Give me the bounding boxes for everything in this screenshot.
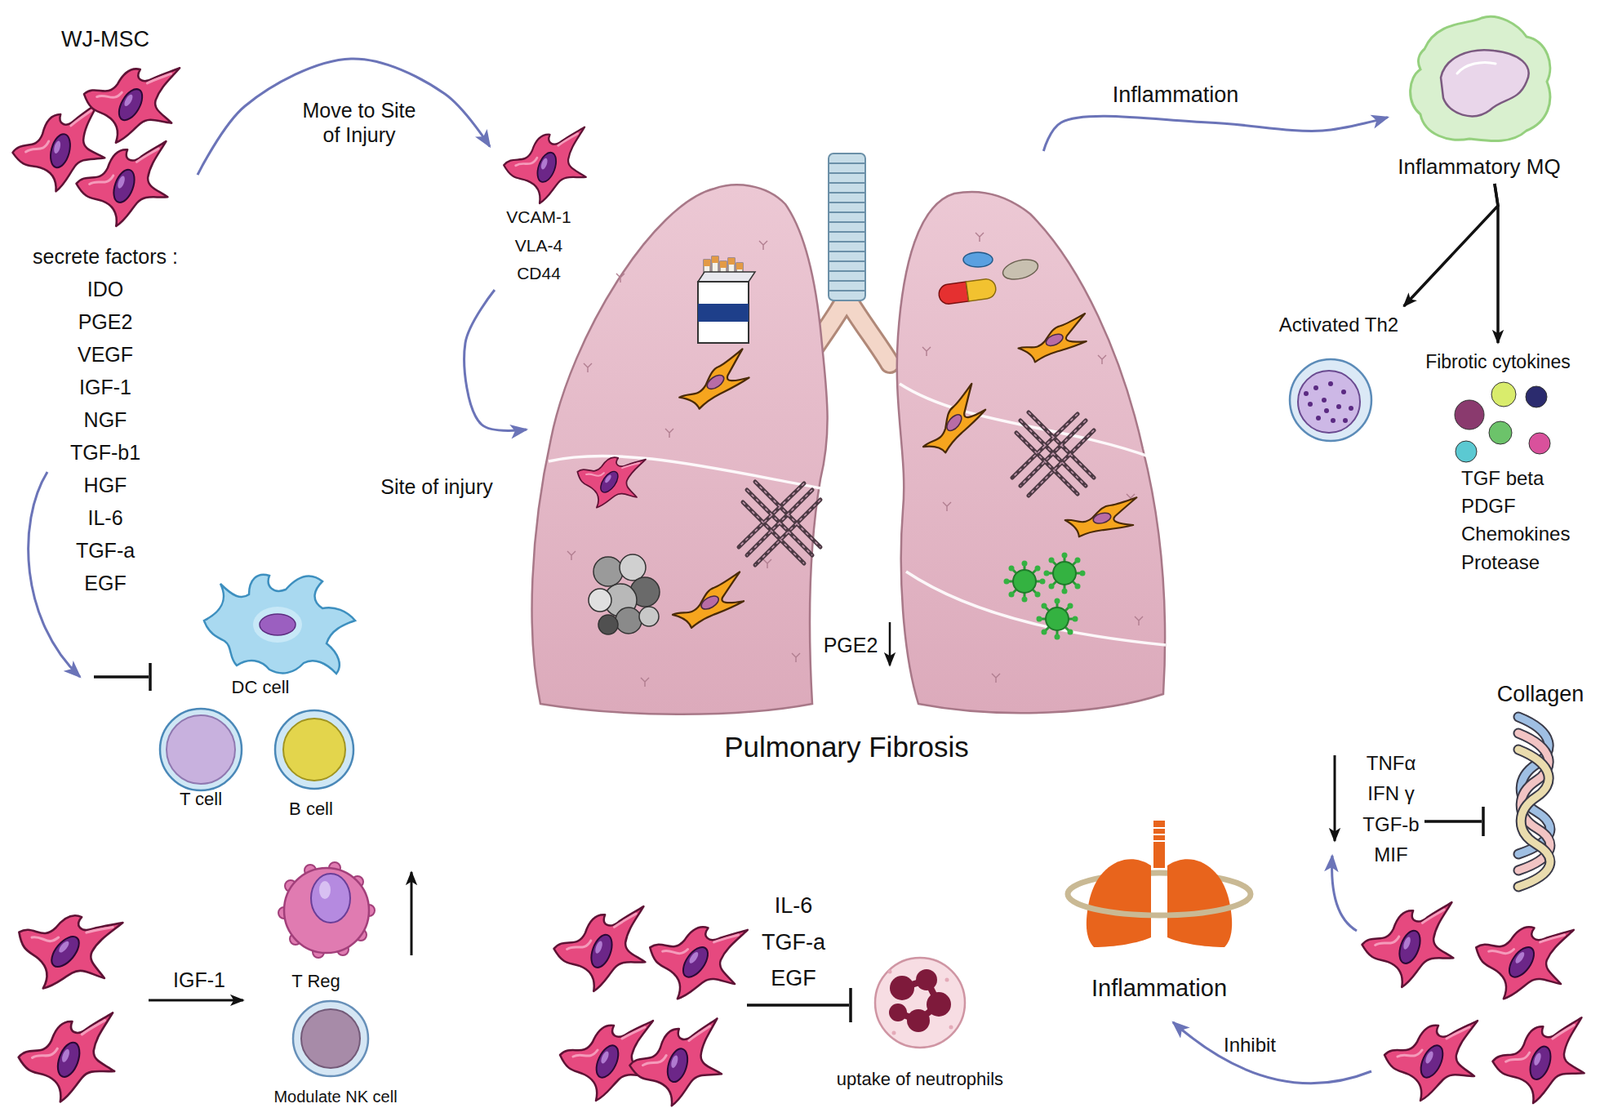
annotation-text: IGF-1	[173, 967, 226, 992]
stimulate-arrow	[148, 999, 244, 1002]
dendritic-cell-picture	[204, 574, 356, 674]
node-text: Inflammation	[1091, 973, 1227, 1003]
connector-arrow	[1494, 183, 1498, 343]
node-text: NGF	[84, 407, 128, 432]
lung-illustration: PGE2Pulmonary Fibrosis	[526, 151, 1172, 780]
dendritic-cell: DC cell	[186, 567, 366, 702]
t-cell: T cell	[146, 706, 258, 814]
blue-arrows	[1173, 855, 1372, 1084]
node-text: uptake of neutrophils	[836, 1068, 1004, 1090]
nk-cell-picture	[293, 1000, 369, 1076]
cytokine-group: Fibrotic cytokinesTGF betaPDGF Chemokines…	[1404, 342, 1592, 578]
node-text: VCAM-1	[506, 206, 571, 227]
annotation-text: Inhibit	[1223, 1033, 1276, 1058]
inflamed-lung-picture	[1067, 820, 1251, 947]
node-text: DC cell	[231, 676, 290, 698]
node-text: T Reg	[291, 970, 341, 992]
node-text: Activated Th2	[1279, 313, 1399, 338]
annotation-text: TGF-a	[761, 928, 826, 956]
node-text: IGF-1	[79, 374, 132, 400]
annotation-text: TNFα	[1366, 751, 1417, 776]
inhibit-arrow	[28, 471, 151, 691]
node-text: CD44	[516, 262, 561, 284]
annotation-text: IFN γ	[1367, 782, 1414, 806]
node-text: Inflammatory MQ	[1397, 154, 1560, 180]
neutrophil-picture	[875, 957, 965, 1048]
treg-picture	[278, 862, 412, 958]
neutrophil-cell: uptake of neutrophils	[831, 955, 1011, 1111]
edge-label: Inflammation	[1110, 81, 1242, 108]
t-cell-picture	[160, 708, 242, 791]
edge-label: Move to Site of Injury	[295, 97, 423, 147]
node-text: Collagen	[1497, 680, 1585, 707]
node-text: VLA-4	[515, 235, 563, 256]
collagen-mesh	[738, 412, 1094, 565]
pills	[937, 252, 1040, 306]
migrating-cell	[501, 127, 592, 207]
cytokine-balls	[1454, 382, 1551, 463]
node-text: TGF beta	[1461, 466, 1544, 491]
annotation-text: IL-6	[774, 892, 814, 919]
node-text: Modulate NK cell	[273, 1086, 397, 1107]
particles	[588, 554, 660, 635]
b-cell-picture	[275, 710, 354, 789]
connector-arrow	[464, 289, 527, 431]
connector-arrow	[1404, 183, 1498, 307]
node-text: TGF-b1	[70, 440, 141, 465]
collagen-picture	[1518, 716, 1551, 887]
lungs-picture	[532, 153, 1166, 715]
node-text: Fibrotic cytokines	[1425, 351, 1571, 374]
nk-cell: Modulate NK cell	[265, 997, 409, 1111]
stem-cell-group: WJ-MSC secrete factors : IDO PGE2VEGF IGF-1N…	[8, 20, 198, 605]
node-text: IL-6	[87, 505, 123, 530]
node-text: EGF	[84, 570, 126, 596]
node-text: secrete factors :	[32, 244, 178, 269]
macrophage-picture	[1410, 16, 1551, 141]
macrophage-cell: Inflammatory MQ	[1387, 12, 1576, 184]
annotation-text: EGF	[770, 964, 817, 992]
node-text: IDO	[87, 276, 124, 302]
node-text: B cell	[288, 798, 334, 820]
node-text: VEGF	[77, 342, 134, 367]
node-text: WJ-MSC	[61, 26, 150, 53]
migrating-stem-cell: VCAM-1VLA-4CD44	[489, 122, 592, 290]
connector-arrow	[1043, 115, 1388, 152]
annotation-text: MIF	[1373, 843, 1408, 867]
node-text: Protease	[1461, 551, 1540, 575]
connector-arrow	[197, 58, 490, 175]
edge-label: Site of injury	[377, 474, 496, 499]
th2-cell-picture	[1289, 359, 1372, 441]
collagen-helix: Collagen	[1489, 677, 1595, 882]
node-text: Pulmonary Fibrosis	[724, 729, 969, 765]
annotation-text: TGF-b	[1362, 813, 1419, 837]
treg-cell: T Reg	[269, 857, 392, 996]
th2-cell: Activated Th2	[1269, 306, 1409, 445]
inflamed-lung-icon: Inflammation	[1061, 812, 1258, 1009]
node-text: PGE2	[78, 309, 134, 334]
inhibit-line	[746, 987, 851, 1023]
node-text: TGF-a	[75, 537, 135, 563]
node-text: T cell	[179, 788, 223, 810]
stem-cell-cluster	[6, 59, 180, 229]
node-text: Chemokines	[1461, 522, 1570, 547]
node-text: PDGF	[1461, 494, 1516, 519]
node-text: HGF	[84, 472, 128, 498]
b-cell: B cell	[262, 706, 368, 823]
node-text: PGE2	[823, 632, 879, 658]
cigarette-pack	[697, 256, 756, 343]
